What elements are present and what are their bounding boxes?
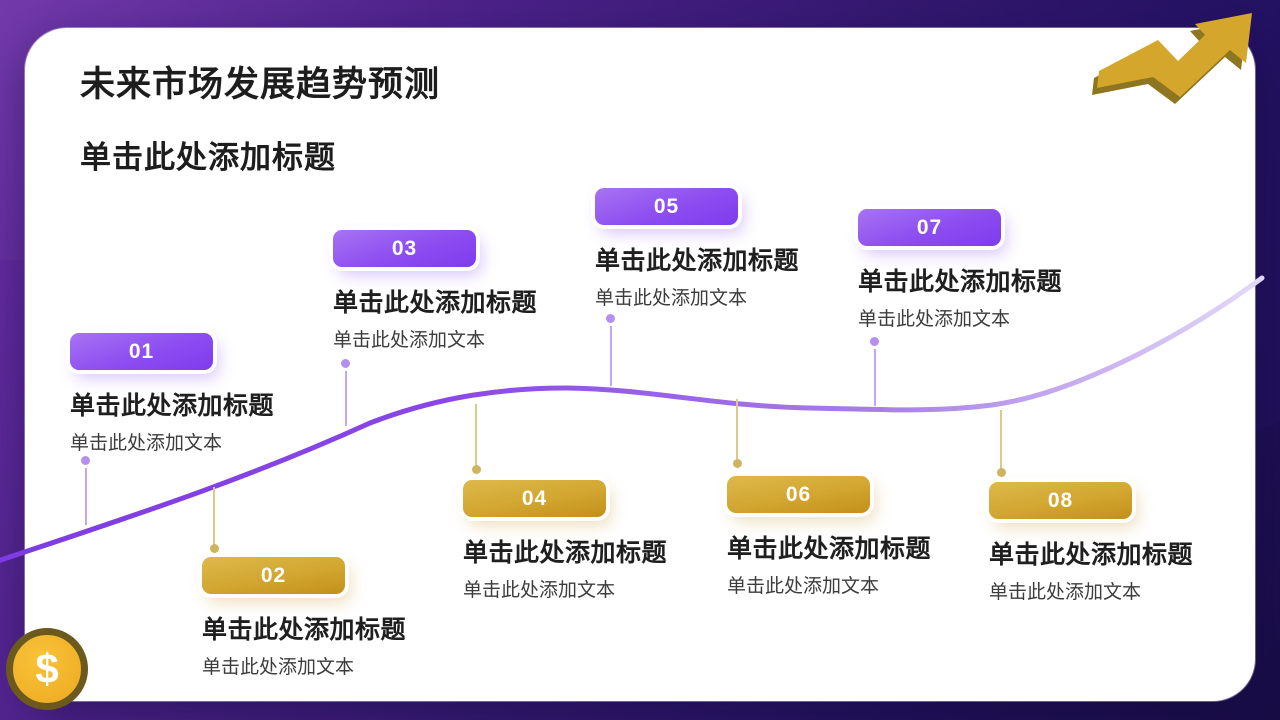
timeline-item-06[interactable]: 06 单击此处添加标题 单击此处添加文本 [727, 399, 967, 598]
connector-line [610, 326, 612, 386]
connector-dot [997, 468, 1006, 477]
connector-dot [472, 465, 481, 474]
step-number-badge[interactable]: 05 [595, 188, 738, 225]
step-number-badge[interactable]: 01 [70, 333, 213, 370]
timeline-item-07[interactable]: 07 单击此处添加标题 单击此处添加文本 [858, 209, 1098, 406]
step-number: 04 [521, 486, 548, 510]
step-number-badge[interactable]: 02 [202, 557, 345, 594]
step-number: 07 [916, 215, 943, 239]
timeline-item-08[interactable]: 08 单击此处添加标题 单击此处添加文本 [989, 410, 1229, 604]
dollar-coin-icon: $ [6, 628, 88, 710]
item-title[interactable]: 单击此处添加标题 [333, 289, 538, 317]
timeline-item-03[interactable]: 03 单击此处添加标题 单击此处添加文本 [333, 230, 573, 426]
item-title[interactable]: 单击此处添加标题 [858, 268, 1063, 296]
connector-dot [870, 337, 879, 346]
step-number: 02 [260, 563, 287, 587]
timeline-item-05[interactable]: 05 单击此处添加标题 单击此处添加文本 [595, 188, 835, 386]
timeline-item-01[interactable]: 01 单击此处添加标题 单击此处添加文本 [70, 333, 310, 525]
item-body[interactable]: 单击此处添加文本 [989, 582, 1142, 603]
item-title[interactable]: 单击此处添加标题 [727, 535, 932, 563]
connector-line [345, 371, 347, 426]
step-number-badge[interactable]: 03 [333, 230, 476, 267]
step-number: 05 [653, 194, 680, 218]
item-body[interactable]: 单击此处添加文本 [333, 330, 486, 351]
connector-line [736, 399, 738, 459]
connector-line [1000, 410, 1002, 469]
item-body[interactable]: 单击此处添加文本 [202, 657, 355, 678]
step-number: 03 [391, 236, 418, 260]
item-title[interactable]: 单击此处添加标题 [989, 541, 1194, 569]
connector-dot [81, 456, 90, 465]
connector-dot [341, 359, 350, 368]
page-title[interactable]: 未来市场发展趋势预测 [80, 65, 441, 104]
item-body[interactable]: 单击此处添加文本 [463, 580, 616, 601]
connector-dot [210, 544, 219, 553]
item-title[interactable]: 单击此处添加标题 [463, 539, 668, 567]
connector-dot [733, 459, 742, 468]
item-title[interactable]: 单击此处添加标题 [70, 392, 275, 420]
timeline-item-02[interactable]: 02 单击此处添加标题 单击此处添加文本 [202, 487, 442, 679]
connector-line [85, 468, 87, 525]
dollar-symbol: $ [35, 645, 59, 692]
item-body[interactable]: 单击此处添加文本 [70, 433, 223, 454]
step-number: 06 [785, 482, 812, 506]
step-number-badge[interactable]: 06 [727, 476, 870, 513]
timeline-item-04[interactable]: 04 单击此处添加标题 单击此处添加文本 [463, 404, 703, 602]
item-body[interactable]: 单击此处添加文本 [727, 576, 880, 597]
connector-dot [606, 314, 615, 323]
item-title[interactable]: 单击此处添加标题 [202, 616, 407, 644]
step-number-badge[interactable]: 04 [463, 480, 606, 517]
connector-line [874, 349, 876, 406]
item-body[interactable]: 单击此处添加文本 [595, 288, 748, 309]
item-body[interactable]: 单击此处添加文本 [858, 309, 1011, 330]
item-title[interactable]: 单击此处添加标题 [595, 247, 800, 275]
connector-line [475, 404, 477, 466]
step-number: 01 [128, 339, 155, 363]
step-number: 08 [1047, 488, 1074, 512]
connector-line [213, 487, 215, 545]
step-number-badge[interactable]: 08 [989, 482, 1132, 519]
step-number-badge[interactable]: 07 [858, 209, 1001, 246]
page-subtitle[interactable]: 单击此处添加标题 [80, 140, 336, 175]
